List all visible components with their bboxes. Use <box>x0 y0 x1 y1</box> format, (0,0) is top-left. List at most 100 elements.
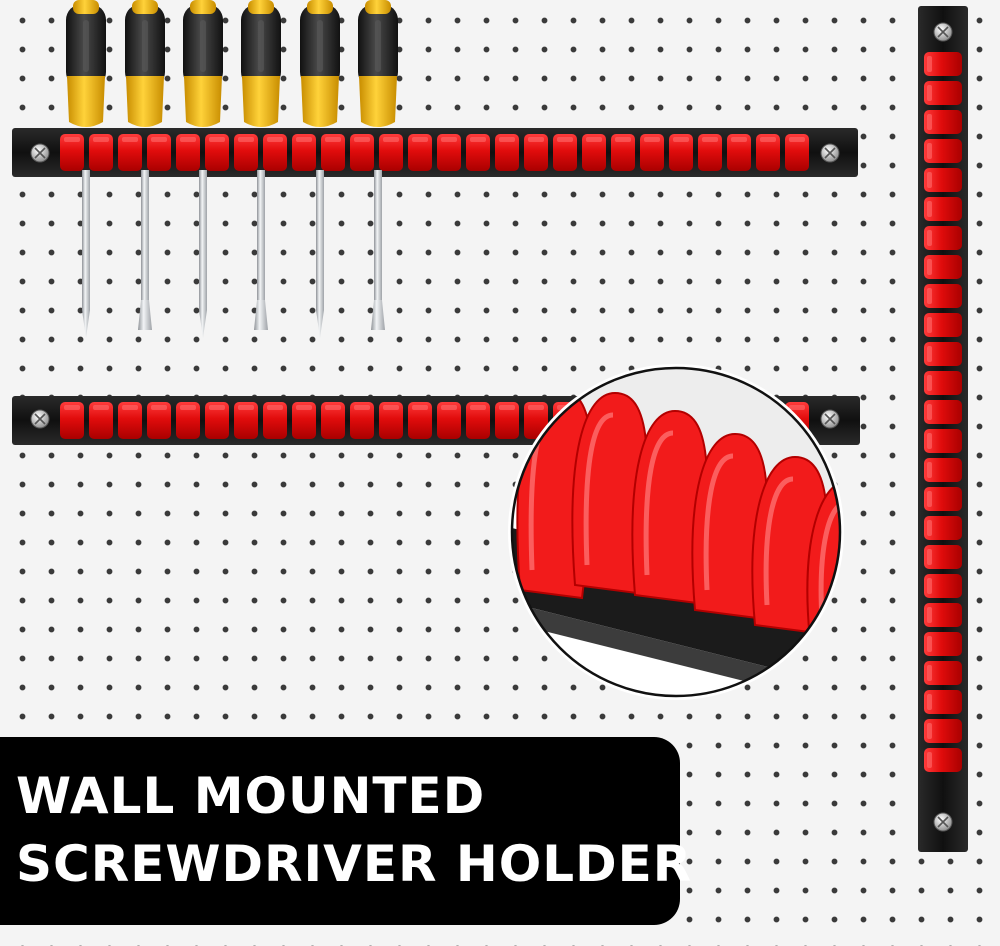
red-clip <box>924 400 962 424</box>
caption-line-2: SCREWDRIVER HOLDER <box>16 835 693 893</box>
screwdriver-shaft <box>257 170 265 310</box>
red-clip <box>924 603 962 627</box>
red-clip <box>263 134 287 171</box>
red-clip <box>924 458 962 482</box>
rail-vertical <box>918 6 968 852</box>
screwdriver-shaft <box>199 170 207 310</box>
red-clip <box>379 402 403 439</box>
red-clip <box>924 313 962 337</box>
phillips-tip <box>82 310 90 338</box>
red-clip <box>727 134 751 171</box>
red-clip <box>495 402 519 439</box>
screwdriver <box>300 0 340 338</box>
red-clip <box>924 81 962 105</box>
phillips-tip <box>316 310 324 338</box>
caption-banner <box>0 737 680 925</box>
red-clip <box>924 226 962 250</box>
flat-tip <box>371 300 385 330</box>
red-clip <box>263 402 287 439</box>
red-clip <box>924 255 962 279</box>
red-clip <box>924 690 962 714</box>
handle-collar <box>301 76 339 127</box>
red-clip <box>234 402 258 439</box>
screwdriver-shaft <box>316 170 324 310</box>
red-clip <box>350 402 374 439</box>
screwdriver-shaft <box>141 170 149 310</box>
red-clip <box>379 134 403 171</box>
red-clip <box>553 134 577 171</box>
phillips-tip <box>199 310 207 338</box>
red-clip <box>924 110 962 134</box>
red-clip <box>582 134 606 171</box>
red-clip <box>924 168 962 192</box>
red-clip <box>89 402 113 439</box>
screwdriver <box>66 0 106 338</box>
handle-collar <box>126 76 164 127</box>
screwdriver-set <box>66 0 398 338</box>
red-clip <box>611 134 635 171</box>
red-clip <box>292 402 316 439</box>
red-clip <box>437 402 461 439</box>
red-clip <box>698 134 722 171</box>
handle-collar <box>67 76 105 127</box>
red-clip <box>924 719 962 743</box>
red-clip <box>408 134 432 171</box>
red-clip <box>118 402 142 439</box>
red-clip <box>176 134 200 171</box>
red-clip <box>924 139 962 163</box>
red-clip <box>924 516 962 540</box>
red-clip <box>176 402 200 439</box>
screwdriver <box>358 0 398 330</box>
red-clip <box>924 487 962 511</box>
red-clip <box>321 402 345 439</box>
screwdriver <box>183 0 223 338</box>
red-clip <box>924 748 962 772</box>
red-clip <box>924 197 962 221</box>
caption-line-1: WALL MOUNTED <box>16 767 486 825</box>
screwdriver-shaft <box>82 170 90 310</box>
red-clip <box>118 134 142 171</box>
red-clip <box>321 134 345 171</box>
red-clip <box>924 545 962 569</box>
handle-collar <box>359 76 397 127</box>
red-clip <box>924 52 962 76</box>
red-clip <box>437 134 461 171</box>
red-clip <box>924 574 962 598</box>
red-clip <box>924 632 962 656</box>
red-clip <box>466 402 490 439</box>
flat-tip <box>254 300 268 330</box>
rail-top <box>12 128 858 177</box>
red-clip <box>147 402 171 439</box>
red-clip <box>466 134 490 171</box>
flat-tip <box>138 300 152 330</box>
red-clip <box>205 134 229 171</box>
red-clip <box>60 402 84 439</box>
screwdriver <box>125 0 165 330</box>
red-clip <box>924 429 962 453</box>
screw-icon <box>820 143 840 163</box>
screw-icon <box>30 143 50 163</box>
handle-collar <box>184 76 222 127</box>
screw-icon <box>820 409 840 429</box>
screwdriver <box>241 0 281 330</box>
red-clip <box>495 134 519 171</box>
red-clip <box>60 134 84 171</box>
red-clip <box>350 134 374 171</box>
red-clip <box>924 661 962 685</box>
red-clip <box>89 134 113 171</box>
red-clip <box>292 134 316 171</box>
red-clip <box>756 134 780 171</box>
red-clip <box>408 402 432 439</box>
red-clip <box>205 402 229 439</box>
screw-icon <box>933 812 953 832</box>
rail-vertical-clips <box>924 52 962 772</box>
red-clip <box>924 342 962 366</box>
rail-top-clips <box>60 134 809 171</box>
red-clip <box>924 371 962 395</box>
red-clip <box>669 134 693 171</box>
red-clip <box>785 134 809 171</box>
handle-collar <box>242 76 280 127</box>
screw-icon <box>933 22 953 42</box>
red-clip <box>524 402 548 439</box>
